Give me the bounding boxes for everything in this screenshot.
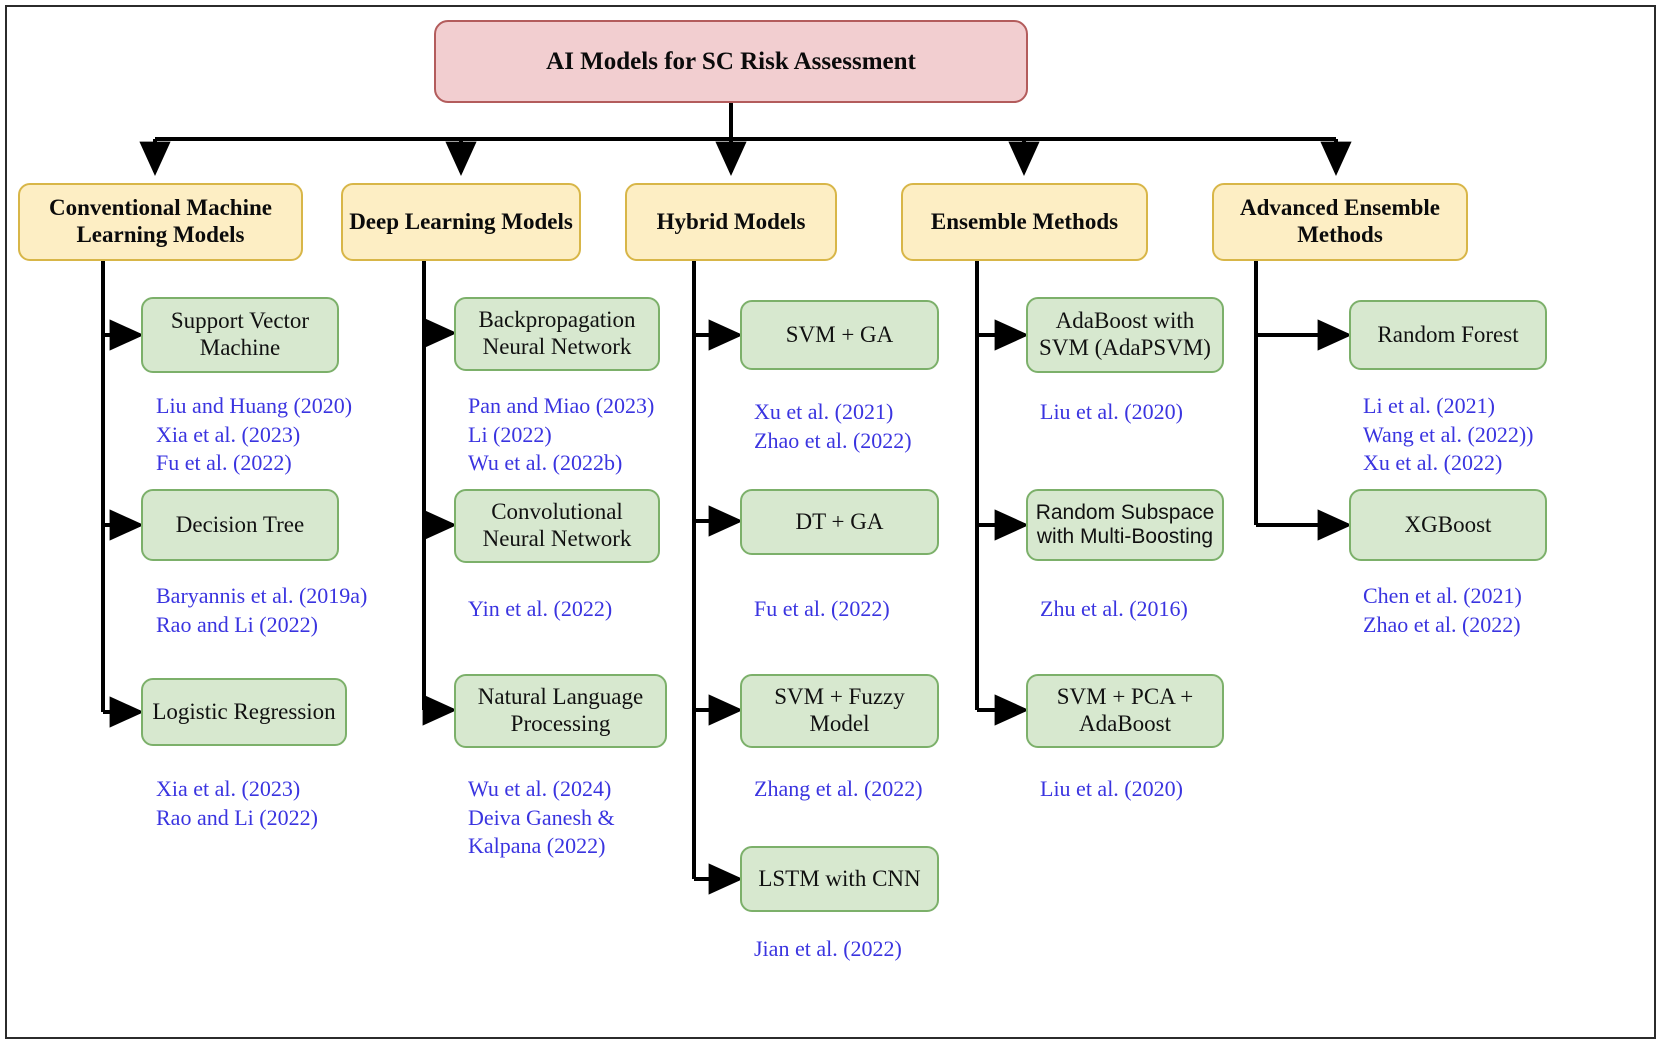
leaf-node-adaboost-with-svm[interactable]: AdaBoost with SVM (AdaPSVM) — [1026, 297, 1224, 373]
citations-adaboost-with-svm: Liu et al. (2020) — [1040, 399, 1183, 424]
leaf-node-dt-ga[interactable]: DT + GA — [740, 489, 939, 555]
leaf-node-convolutional-neural-network[interactable]: Convolutional Neural Network — [454, 489, 660, 563]
leaf-node-natural-language-processing[interactable]: Natural Language Processing — [454, 674, 667, 748]
citations-svm-ga: Xu et al. (2021) Zhao et al. (2022) — [754, 399, 912, 453]
citations-random-forest: Li et al. (2021) Wang et al. (2022)) Xu … — [1363, 393, 1534, 476]
leaf-node-svm-fuzzy-model[interactable]: SVM + Fuzzy Model — [740, 674, 939, 748]
root-node-ai-models[interactable]: AI Models for SC Risk Assessment — [434, 20, 1028, 103]
leaf-node-random-subspace-multi-boosting[interactable]: Random Subspace with Multi-Boosting — [1026, 489, 1224, 561]
category-node-deep-learning[interactable]: Deep Learning Models — [341, 183, 581, 261]
citations-logistic-regression: Xia et al. (2023) Rao and Li (2022) — [156, 776, 318, 830]
citations-random-subspace-multi-boosting: Zhu et al. (2016) — [1040, 596, 1188, 621]
citations-dt-ga: Fu et al. (2022) — [754, 596, 890, 621]
leaf-node-lstm-with-cnn[interactable]: LSTM with CNN — [740, 846, 939, 912]
category-node-ensemble-methods[interactable]: Ensemble Methods — [901, 183, 1148, 261]
citations-natural-language-processing: Wu et al. (2024) Deiva Ganesh & Kalpana … — [468, 776, 615, 859]
leaf-node-xgboost[interactable]: XGBoost — [1349, 489, 1547, 561]
citations-xgboost: Chen et al. (2021) Zhao et al. (2022) — [1363, 583, 1522, 637]
leaf-node-svm-ga[interactable]: SVM + GA — [740, 300, 939, 370]
leaf-node-svm-pca-adaboost[interactable]: SVM + PCA + AdaBoost — [1026, 674, 1224, 748]
diagram-frame — [5, 5, 1656, 1039]
citations-svm-fuzzy-model: Zhang et al. (2022) — [754, 776, 923, 801]
category-node-advanced-ensemble[interactable]: Advanced Ensemble Methods — [1212, 183, 1468, 261]
category-node-conventional-ml[interactable]: Conventional Machine Learning Models — [18, 183, 303, 261]
citations-support-vector-machine: Liu and Huang (2020) Xia et al. (2023) F… — [156, 393, 353, 476]
citations-svm-pca-adaboost: Liu et al. (2020) — [1040, 776, 1183, 801]
citations-lstm-with-cnn: Jian et al. (2022) — [754, 936, 902, 961]
leaf-node-support-vector-machine[interactable]: Support Vector Machine — [141, 297, 339, 373]
category-node-hybrid-models[interactable]: Hybrid Models — [625, 183, 837, 261]
leaf-node-backpropagation-neural-network[interactable]: Backpropagation Neural Network — [454, 297, 660, 371]
leaf-node-logistic-regression[interactable]: Logistic Regression — [141, 678, 347, 746]
leaf-node-decision-tree[interactable]: Decision Tree — [141, 489, 339, 561]
citations-convolutional-neural-network: Yin et al. (2022) — [468, 596, 613, 621]
citations-decision-tree: Baryannis et al. (2019a) Rao and Li (202… — [156, 583, 368, 637]
leaf-node-random-forest[interactable]: Random Forest — [1349, 300, 1547, 370]
citations-backpropagation-neural-network: Pan and Miao (2023) Li (2022) Wu et al. … — [468, 393, 655, 476]
